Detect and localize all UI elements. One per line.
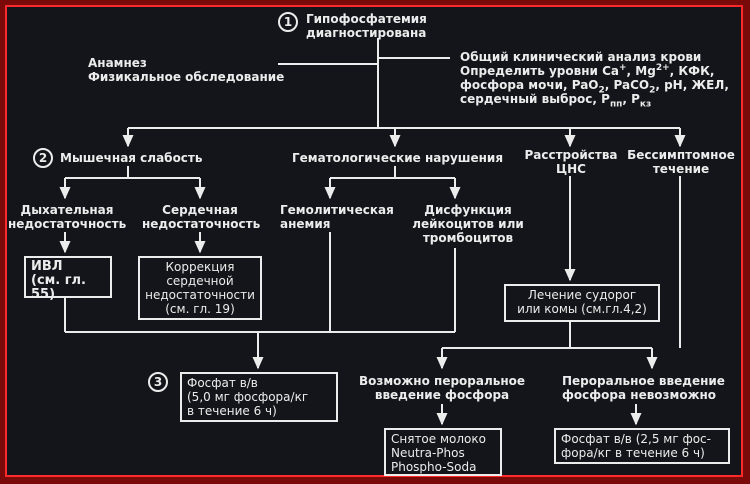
oral-possible-label: Возможно пероральное введение фосфора: [358, 374, 526, 402]
iv-phosphate-low-box: Фосфат в/в (2,5 мг фос- фора/кг в течени…: [554, 428, 730, 464]
diagnosis-title: Гипофосфатемия диагностирована: [306, 12, 427, 40]
respiratory-failure-label: Дыхательная недостаточность: [8, 203, 127, 231]
cns-label: Расстройства ЦНС: [522, 148, 620, 176]
blood-test-label: Общий клинический анализ крови: [460, 50, 702, 64]
muscle-weakness-label: Мышечная слабость: [60, 151, 203, 165]
cns-label-line1: Расстройства: [524, 148, 618, 162]
diagnosis-title-line1: Гипофосфатемия: [306, 12, 427, 26]
asymptomatic-line2: течение: [652, 162, 710, 176]
step-3-marker: 3: [148, 372, 168, 392]
urine-line: фосфора мочи, PaO2, PaCO2, pH, ЖЕЛ,: [460, 78, 729, 96]
diagram-frame: [5, 5, 743, 477]
cardiac-failure-label: Сердечная недостаточность: [142, 203, 261, 231]
hematologic-label: Гематологические нарушения: [292, 151, 504, 165]
left-input: Анамнез Физикальное обследование: [88, 56, 284, 84]
cardiac-output-line: сердечный выброс, Pпп, Pкз: [460, 92, 652, 110]
asymptomatic-label: Бессимптомное течение: [625, 148, 737, 176]
ventilation-box: ИВЛ (см. гл. 55): [24, 256, 112, 302]
anamnesis-label: Анамнез: [88, 56, 147, 70]
physical-exam-label: Физикальное обследование: [88, 70, 285, 84]
diagnosis-title-line2: диагностирована: [306, 26, 427, 40]
leukocyte-dysfunction-label: Дисфункция лейкоцитов или тромбоцитов: [412, 203, 524, 245]
hemolytic-anemia-label: Гемолитическая анемия: [280, 203, 394, 231]
seizure-treatment-box: Лечение судорог или комы (см.гл.4,2): [504, 284, 660, 322]
cardiac-correction-box: Коррекция сердечной недостаточности (см.…: [138, 256, 262, 320]
step-2-marker: 2: [33, 148, 53, 168]
oral-products-box: Снятое молоко Neutra-Phos Phospho-Soda: [384, 428, 502, 476]
levels-line: Определить уровни Ca+, Mg2+, КФК,: [460, 63, 715, 79]
oral-impossible-label: Пероральное введение фосфора невозможно: [562, 374, 725, 402]
iv-phosphate-box: Фосфат в/в (5,0 мг фосфора/кг в течение …: [180, 372, 338, 422]
right-input: Общий клинический анализ крови Определит…: [460, 50, 729, 110]
asymptomatic-line1: Бессимптомное: [627, 148, 735, 162]
step-1-marker: 1: [278, 12, 298, 32]
cns-label-line2: ЦНС: [556, 162, 586, 176]
